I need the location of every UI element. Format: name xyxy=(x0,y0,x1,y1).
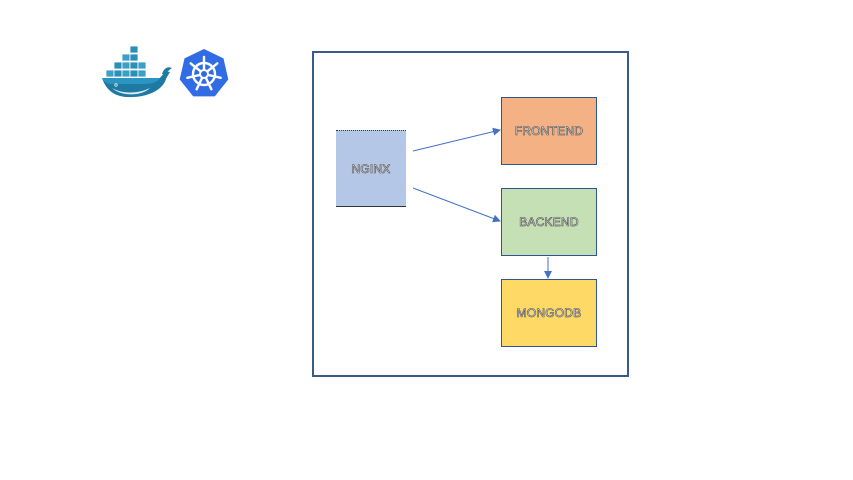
mongodb-label: MONGODB xyxy=(516,306,582,321)
cluster-boundary xyxy=(312,51,629,377)
kubernetes-helm-icon xyxy=(179,49,229,97)
backend-node: BACKEND xyxy=(501,188,597,256)
backend-label: BACKEND xyxy=(519,215,579,230)
nginx-label: NGINX xyxy=(351,161,391,176)
frontend-label: FRONTEND xyxy=(514,124,584,139)
nginx-node: NGINX xyxy=(336,130,406,207)
docker-whale-icon xyxy=(102,45,172,98)
mongodb-node: MONGODB xyxy=(501,279,597,347)
frontend-node: FRONTEND xyxy=(501,97,597,165)
